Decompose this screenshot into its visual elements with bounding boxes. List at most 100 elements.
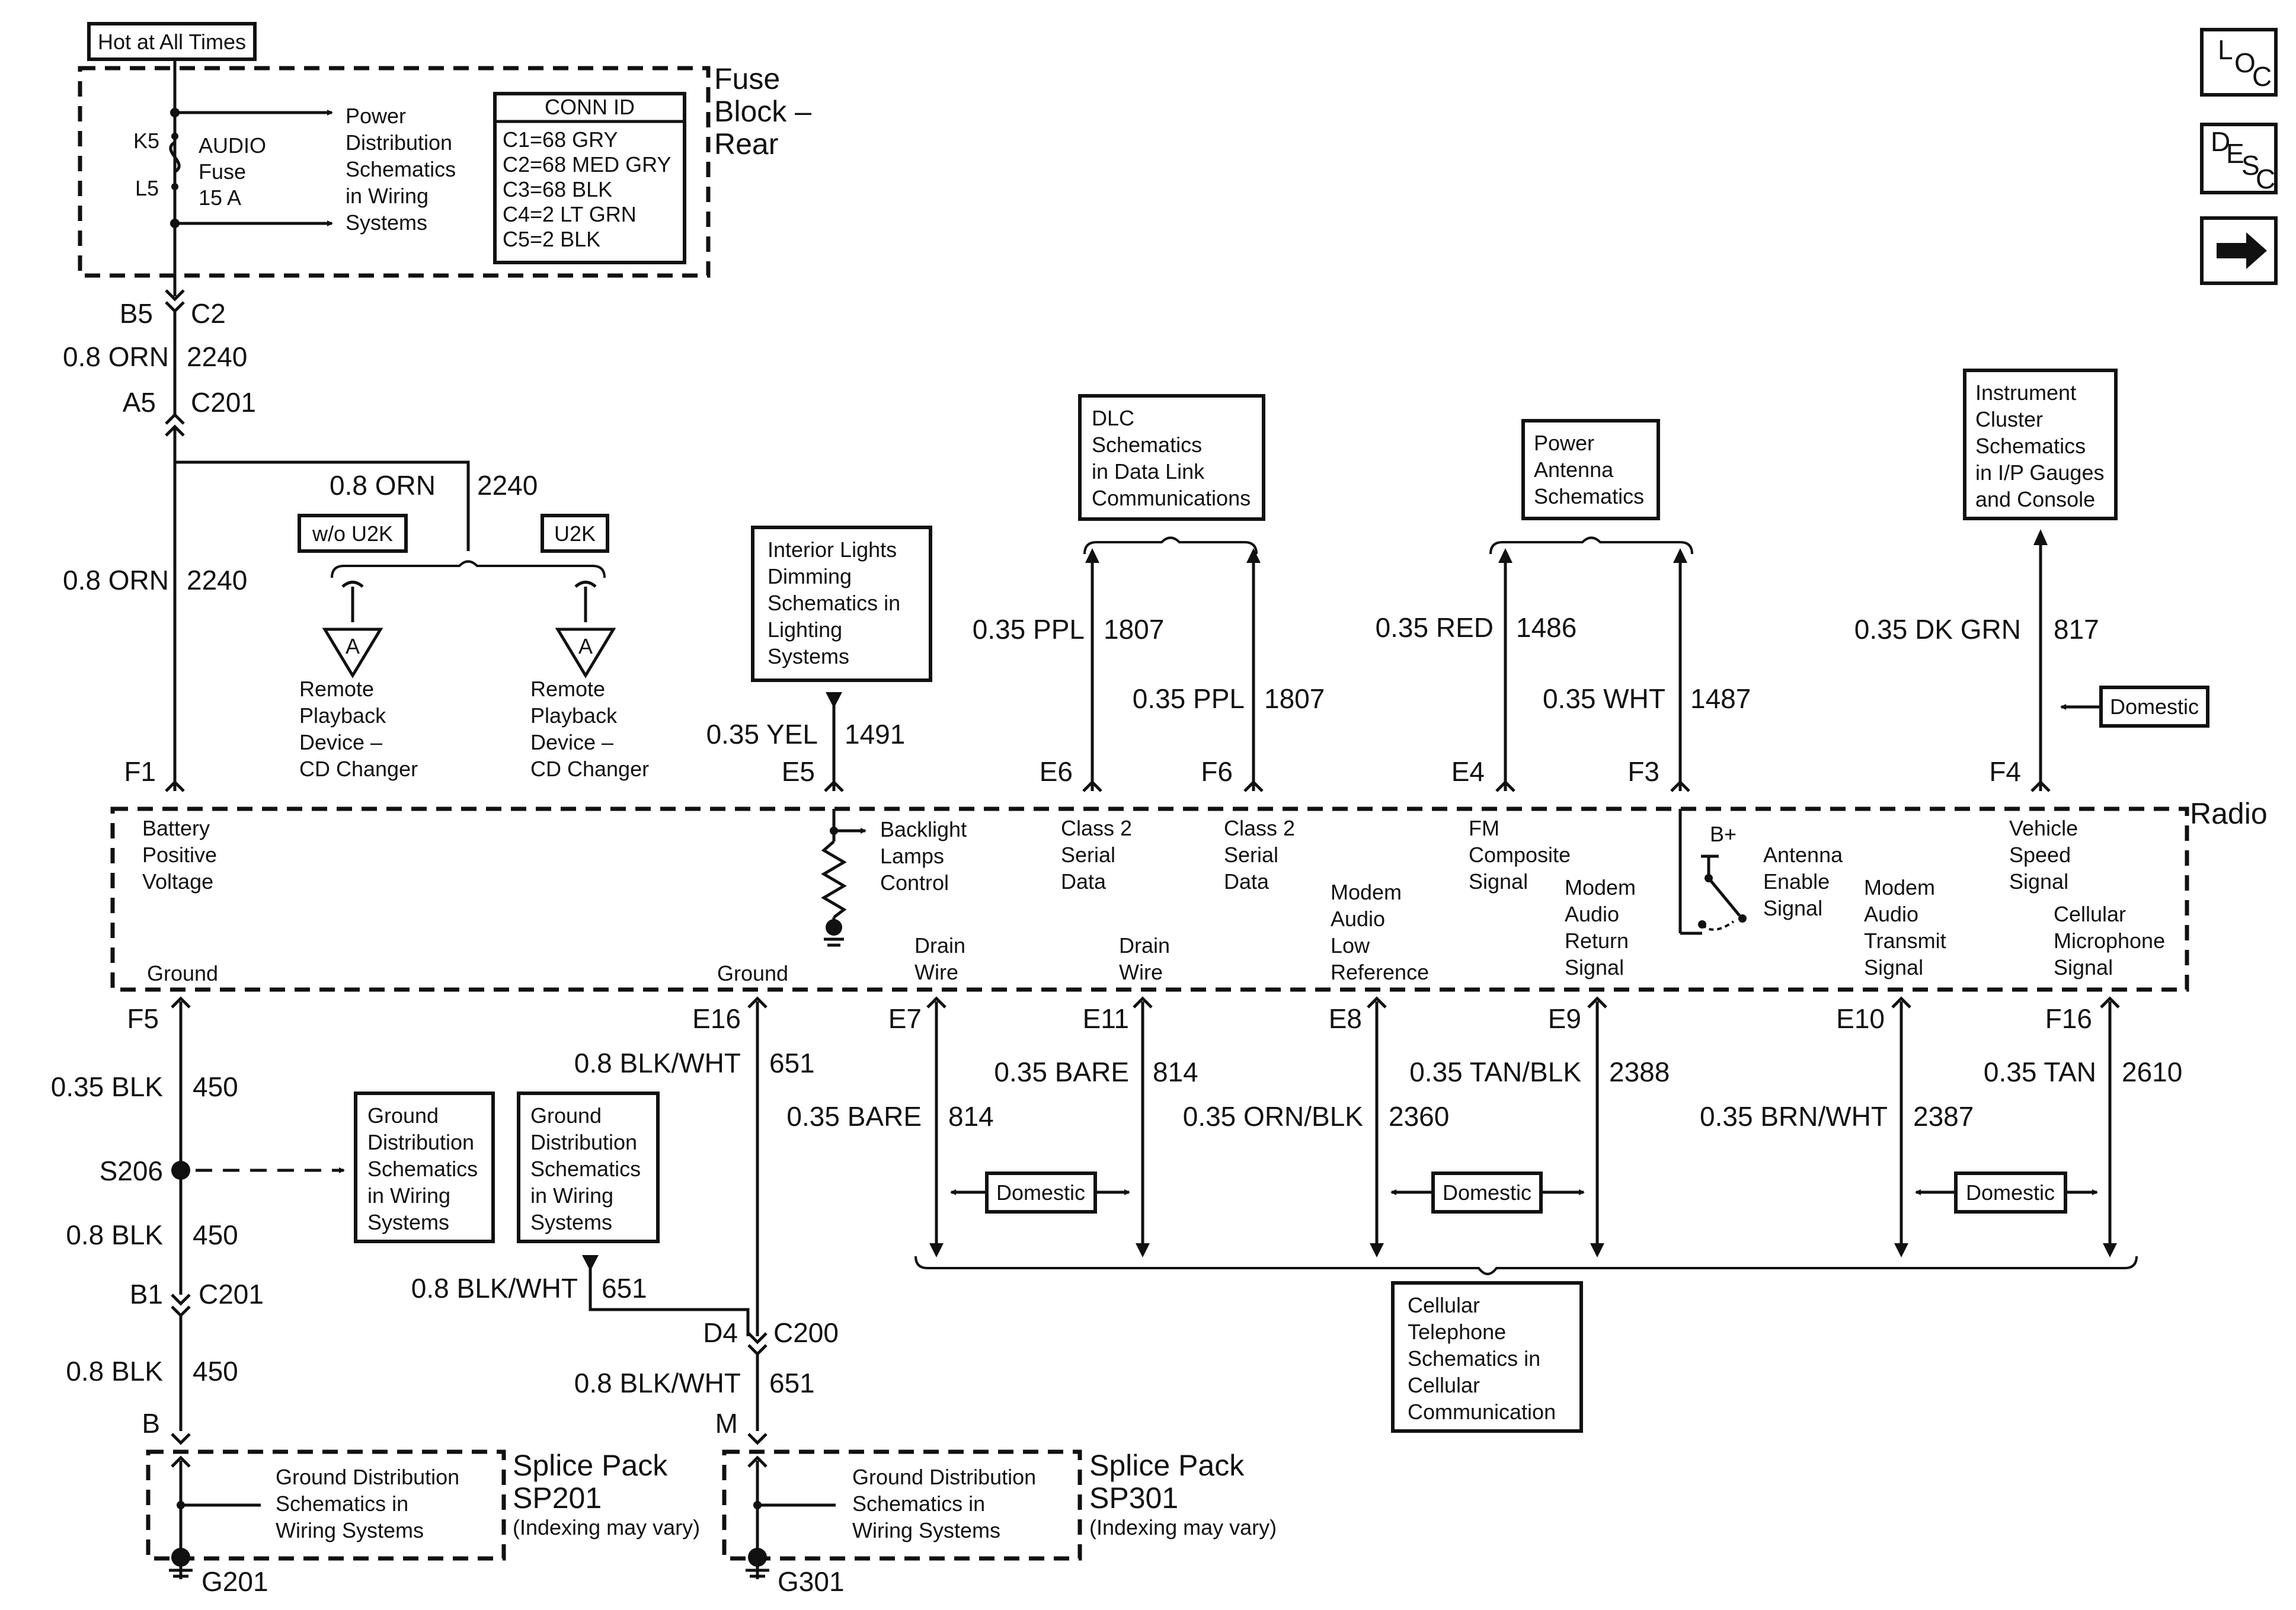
radio-module: Radio Battery Positive Voltage Ground Gr… [110,797,2268,992]
f3-pin: F3 [1627,756,1659,787]
svg-text:2610: 2610 [2122,1057,2182,1087]
svg-text:Schematics: Schematics [367,1157,478,1181]
fuse-block-title-2: Block – [714,95,811,128]
wo-u2k-label: w/o U2K [312,521,393,546]
svg-text:Ground: Ground [530,1103,602,1128]
e4-pin: E4 [1451,756,1485,787]
conn-id-row-3: C3=68 BLK [503,177,612,201]
svg-text:0.8 BLK: 0.8 BLK [66,1356,163,1387]
svg-text:E16: E16 [692,1003,741,1034]
ckt-2240-3: 2240 [187,565,247,596]
svg-text:Class 2: Class 2 [1061,816,1132,840]
svg-text:0.35 TAN: 0.35 TAN [1984,1057,2096,1087]
domestic-badge-cellular: Domestic [1966,1180,2055,1205]
svg-text:450: 450 [193,1219,238,1250]
svg-text:G201: G201 [202,1566,268,1597]
fuse-label-1: AUDIO [199,133,266,158]
svg-text:Instrument: Instrument [1975,380,2076,405]
f3-wire: 0.35 WHT [1543,683,1665,714]
svg-text:0.35 BLK: 0.35 BLK [51,1071,164,1102]
svg-text:in Data Link: in Data Link [1092,459,1205,484]
fuse-label-2: Fuse [199,159,246,184]
l5-label: L5 [135,176,159,200]
f4-ckt: 817 [2054,614,2099,645]
svg-text:and Console: and Console [1975,487,2095,511]
svg-text:Wiring Systems: Wiring Systems [276,1518,424,1542]
svg-text:Wire: Wire [914,960,958,984]
svg-text:C: C [2252,61,2272,92]
svg-text:Distribution: Distribution [530,1130,637,1154]
triangle-a-2: A [578,634,593,658]
svg-text:Schematics: Schematics [1975,434,2086,458]
antenna-circuits: Power Antenna Schematics 0.35 RED 1486 0… [1376,419,1751,792]
svg-text:B1: B1 [130,1279,163,1310]
svg-text:Audio: Audio [1331,907,1385,931]
remote-2-line-4: CD Changer [530,757,649,781]
svg-text:M: M [715,1408,738,1439]
svg-text:Enable: Enable [1763,869,1830,894]
svg-text:Antenna: Antenna [1534,457,1614,482]
e5-pin: E5 [782,756,815,787]
svg-text:Schematics in: Schematics in [1408,1346,1540,1371]
svg-text:Transmit: Transmit [1864,929,1946,953]
desc-button[interactable]: D E S C [2200,123,2278,194]
svg-text:Signal: Signal [1469,869,1528,894]
svg-text:Schematics in: Schematics in [276,1491,408,1516]
remote-1-line-2: Playback [299,703,386,728]
svg-text:Vehicle: Vehicle [2009,816,2078,840]
svg-text:B+: B+ [1710,822,1737,846]
conn-id-title: CONN ID [545,95,635,119]
svg-text:Microphone: Microphone [2054,929,2165,953]
loc-button[interactable]: L O C [2200,28,2278,97]
svg-text:E10: E10 [1836,1003,1885,1034]
svg-text:Schematics: Schematics [530,1157,641,1181]
svg-text:Cellular: Cellular [1408,1373,1480,1397]
svg-text:Reference: Reference [1331,960,1429,984]
svg-text:Serial: Serial [1061,843,1115,867]
svg-text:SP201: SP201 [513,1481,602,1515]
remote-1-line-3: Device – [299,730,382,754]
svg-text:S: S [2241,150,2260,181]
svg-text:Speed: Speed [2009,843,2071,867]
svg-text:Signal: Signal [1864,955,1923,980]
svg-text:Antenna: Antenna [1763,843,1843,867]
svg-text:Modem: Modem [1565,875,1636,900]
svg-text:O: O [2234,47,2256,78]
svg-text:Communications: Communications [1092,486,1251,510]
next-page-button[interactable] [2200,216,2278,285]
remote-1-line-1: Remote [299,677,374,701]
svg-text:Splice Pack: Splice Pack [1089,1449,1245,1482]
battery-feed-circuit: B5 C2 0.8 ORN 2240 A5 C201 0.8 ORN 2240 … [63,279,538,792]
svg-text:651: 651 [602,1273,647,1304]
svg-text:2388: 2388 [1609,1057,1670,1087]
b5-label: B5 [120,298,153,329]
svg-text:814: 814 [948,1101,994,1132]
ckt-2240-1: 2240 [187,341,247,372]
svg-text:Signal: Signal [2009,869,2068,894]
svg-text:D4: D4 [703,1317,738,1348]
svg-text:FM: FM [1469,816,1499,840]
conn-id-row-4: C4=2 LT GRN [503,202,637,226]
svg-text:Signal: Signal [1763,896,1822,920]
svg-text:450: 450 [193,1071,238,1102]
remote-1-line-4: CD Changer [299,757,418,781]
svg-text:L: L [2218,34,2233,65]
svg-text:in Wiring: in Wiring [367,1183,450,1208]
svg-text:B: B [142,1408,160,1439]
svg-text:Ground Distribution: Ground Distribution [852,1465,1036,1489]
power-dist-1: Power [346,104,406,128]
power-dist-2: Distribution [346,130,452,155]
svg-text:Lighting: Lighting [768,617,842,642]
svg-text:E9: E9 [1548,1003,1581,1034]
svg-text:Ground: Ground [147,961,218,985]
svg-text:F16: F16 [2045,1003,2092,1034]
wire-0-8-orn-1: 0.8 ORN [63,341,169,372]
f6-ckt: 1807 [1264,683,1325,714]
svg-text:Wire: Wire [1119,960,1163,984]
svg-text:Cluster: Cluster [1975,407,2043,431]
svg-text:0.8 BLK/WHT: 0.8 BLK/WHT [411,1273,578,1304]
svg-text:Modem: Modem [1864,875,1935,900]
svg-text:Cellular: Cellular [2054,902,2126,926]
wire-0-8-orn-2: 0.8 ORN [330,470,436,501]
svg-text:C200: C200 [773,1317,839,1348]
